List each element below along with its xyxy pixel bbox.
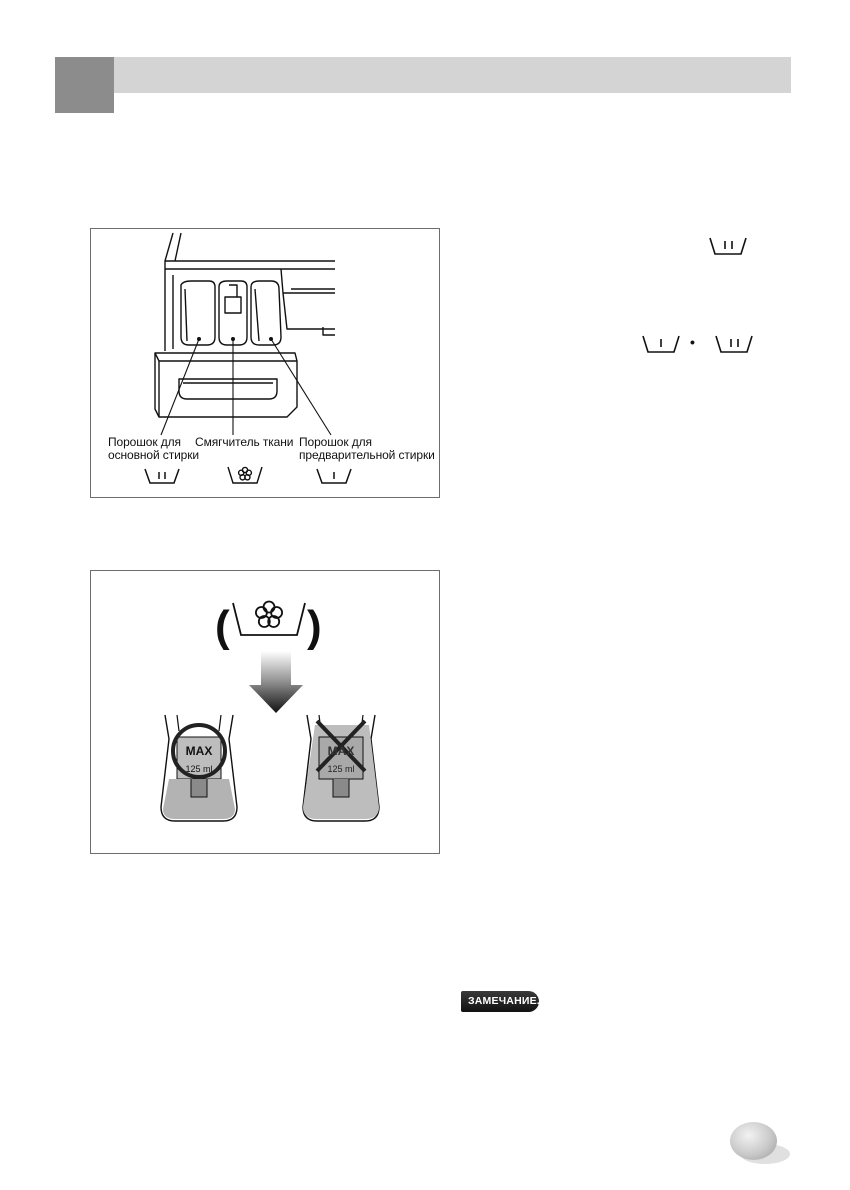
note-badge-pill	[461, 991, 539, 1012]
down-arrow-icon	[249, 651, 303, 713]
cross-icon	[315, 719, 367, 773]
main-wash-tub-icon	[714, 334, 754, 354]
main-wash-tub-icon	[143, 467, 181, 485]
ok-circle-icon	[171, 723, 227, 779]
main-wash-label-line1: Порошок для	[108, 435, 181, 449]
left-softener-cup	[160, 714, 238, 822]
left-cup-volume-text: 125 ml	[185, 764, 212, 774]
prewash-tub-icon	[641, 334, 681, 354]
svg-text:(: (	[215, 602, 230, 651]
section-marker	[55, 57, 114, 113]
main-wash-label-line2: основной стирки	[108, 448, 200, 462]
prewash-label-line1: Порошок для	[299, 435, 372, 449]
detergent-drawer-figure: Порошок для основной стирки Смягчитель т…	[90, 228, 440, 498]
left-cup-max-text: MAX	[186, 744, 213, 758]
right-softener-cup	[302, 714, 380, 822]
softener-max-level-figure: ( ) MAX	[90, 570, 440, 854]
page-number-oval	[730, 1122, 777, 1160]
svg-text:): )	[307, 602, 322, 651]
right-cup-volume-text: 125 ml	[327, 764, 354, 774]
prewash-label-line2: предварительной стирки	[299, 448, 435, 462]
main-wash-label: Порошок для основной стирки	[108, 436, 199, 462]
softener-max-illustration: ( ) MAX	[160, 600, 380, 822]
softener-label-line1: Смягчитель ткани	[195, 435, 294, 449]
main-wash-tub-icon	[708, 236, 748, 256]
prewash-tub-icon	[315, 467, 353, 485]
section-header-bar	[114, 57, 791, 93]
detergent-drawer-illustration	[154, 232, 335, 436]
symbol-separator: •	[690, 334, 695, 350]
note-label: ЗАМЕЧАНИЕ.	[468, 995, 540, 1007]
softener-label: Смягчитель ткани	[195, 436, 293, 449]
note-badge: ЗАМЕЧАНИЕ.	[461, 991, 549, 1012]
softener-flower-icon	[232, 600, 306, 636]
prewash-label: Порошок для предварительной стирки	[299, 436, 435, 462]
right-cup-max-text: MAX	[328, 744, 355, 758]
softener-flower-icon	[226, 465, 264, 485]
